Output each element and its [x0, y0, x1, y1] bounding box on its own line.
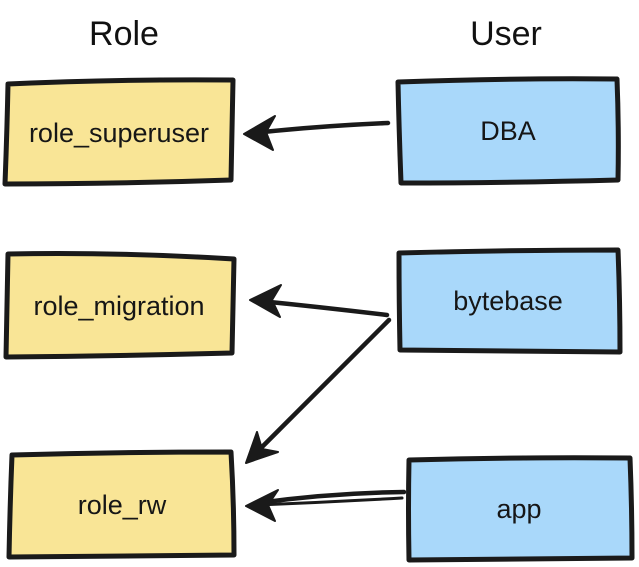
column-header-role: Role — [89, 15, 159, 53]
role-rw-box — [6, 449, 237, 560]
arrow-dba-shaft — [251, 120, 391, 136]
role-migration-box — [3, 251, 237, 360]
arrow-bytebase-to-role-migration — [249, 284, 390, 318]
arrow-bytebase-migration-head — [249, 284, 282, 318]
dba-box — [395, 76, 621, 186]
role-migration-label: role_migration — [33, 291, 204, 321]
arrow-dba-to-role-superuser — [243, 115, 391, 151]
node-role-rw: role_rw — [6, 449, 237, 560]
app-label: app — [496, 494, 541, 524]
node-user-bytebase: bytebase — [396, 247, 623, 355]
role-rw-label: role_rw — [78, 490, 167, 520]
arrow-bytebase-to-role-rw — [245, 317, 392, 464]
role-superuser-box — [2, 77, 236, 187]
arrow-bytebase-rw-shaft — [253, 317, 392, 456]
bytebase-label: bytebase — [453, 286, 563, 316]
arrow-app-shaft — [255, 489, 407, 506]
app-box — [406, 455, 635, 563]
node-role-migration: role_migration — [3, 251, 237, 360]
node-role-superuser: role_superuser — [2, 77, 236, 187]
dba-label: DBA — [480, 116, 536, 146]
arrow-app-to-role-rw — [245, 489, 407, 522]
bytebase-box — [396, 247, 623, 355]
arrow-app-shaft-retrace — [256, 496, 404, 507]
node-user-dba: DBA — [395, 76, 621, 186]
node-user-app: app — [406, 455, 635, 563]
arrow-app-head — [245, 489, 279, 522]
column-header-user: User — [470, 15, 542, 53]
role-superuser-label: role_superuser — [29, 118, 209, 148]
arrow-bytebase-rw-head — [245, 431, 279, 464]
arrow-dba-head — [243, 115, 276, 151]
